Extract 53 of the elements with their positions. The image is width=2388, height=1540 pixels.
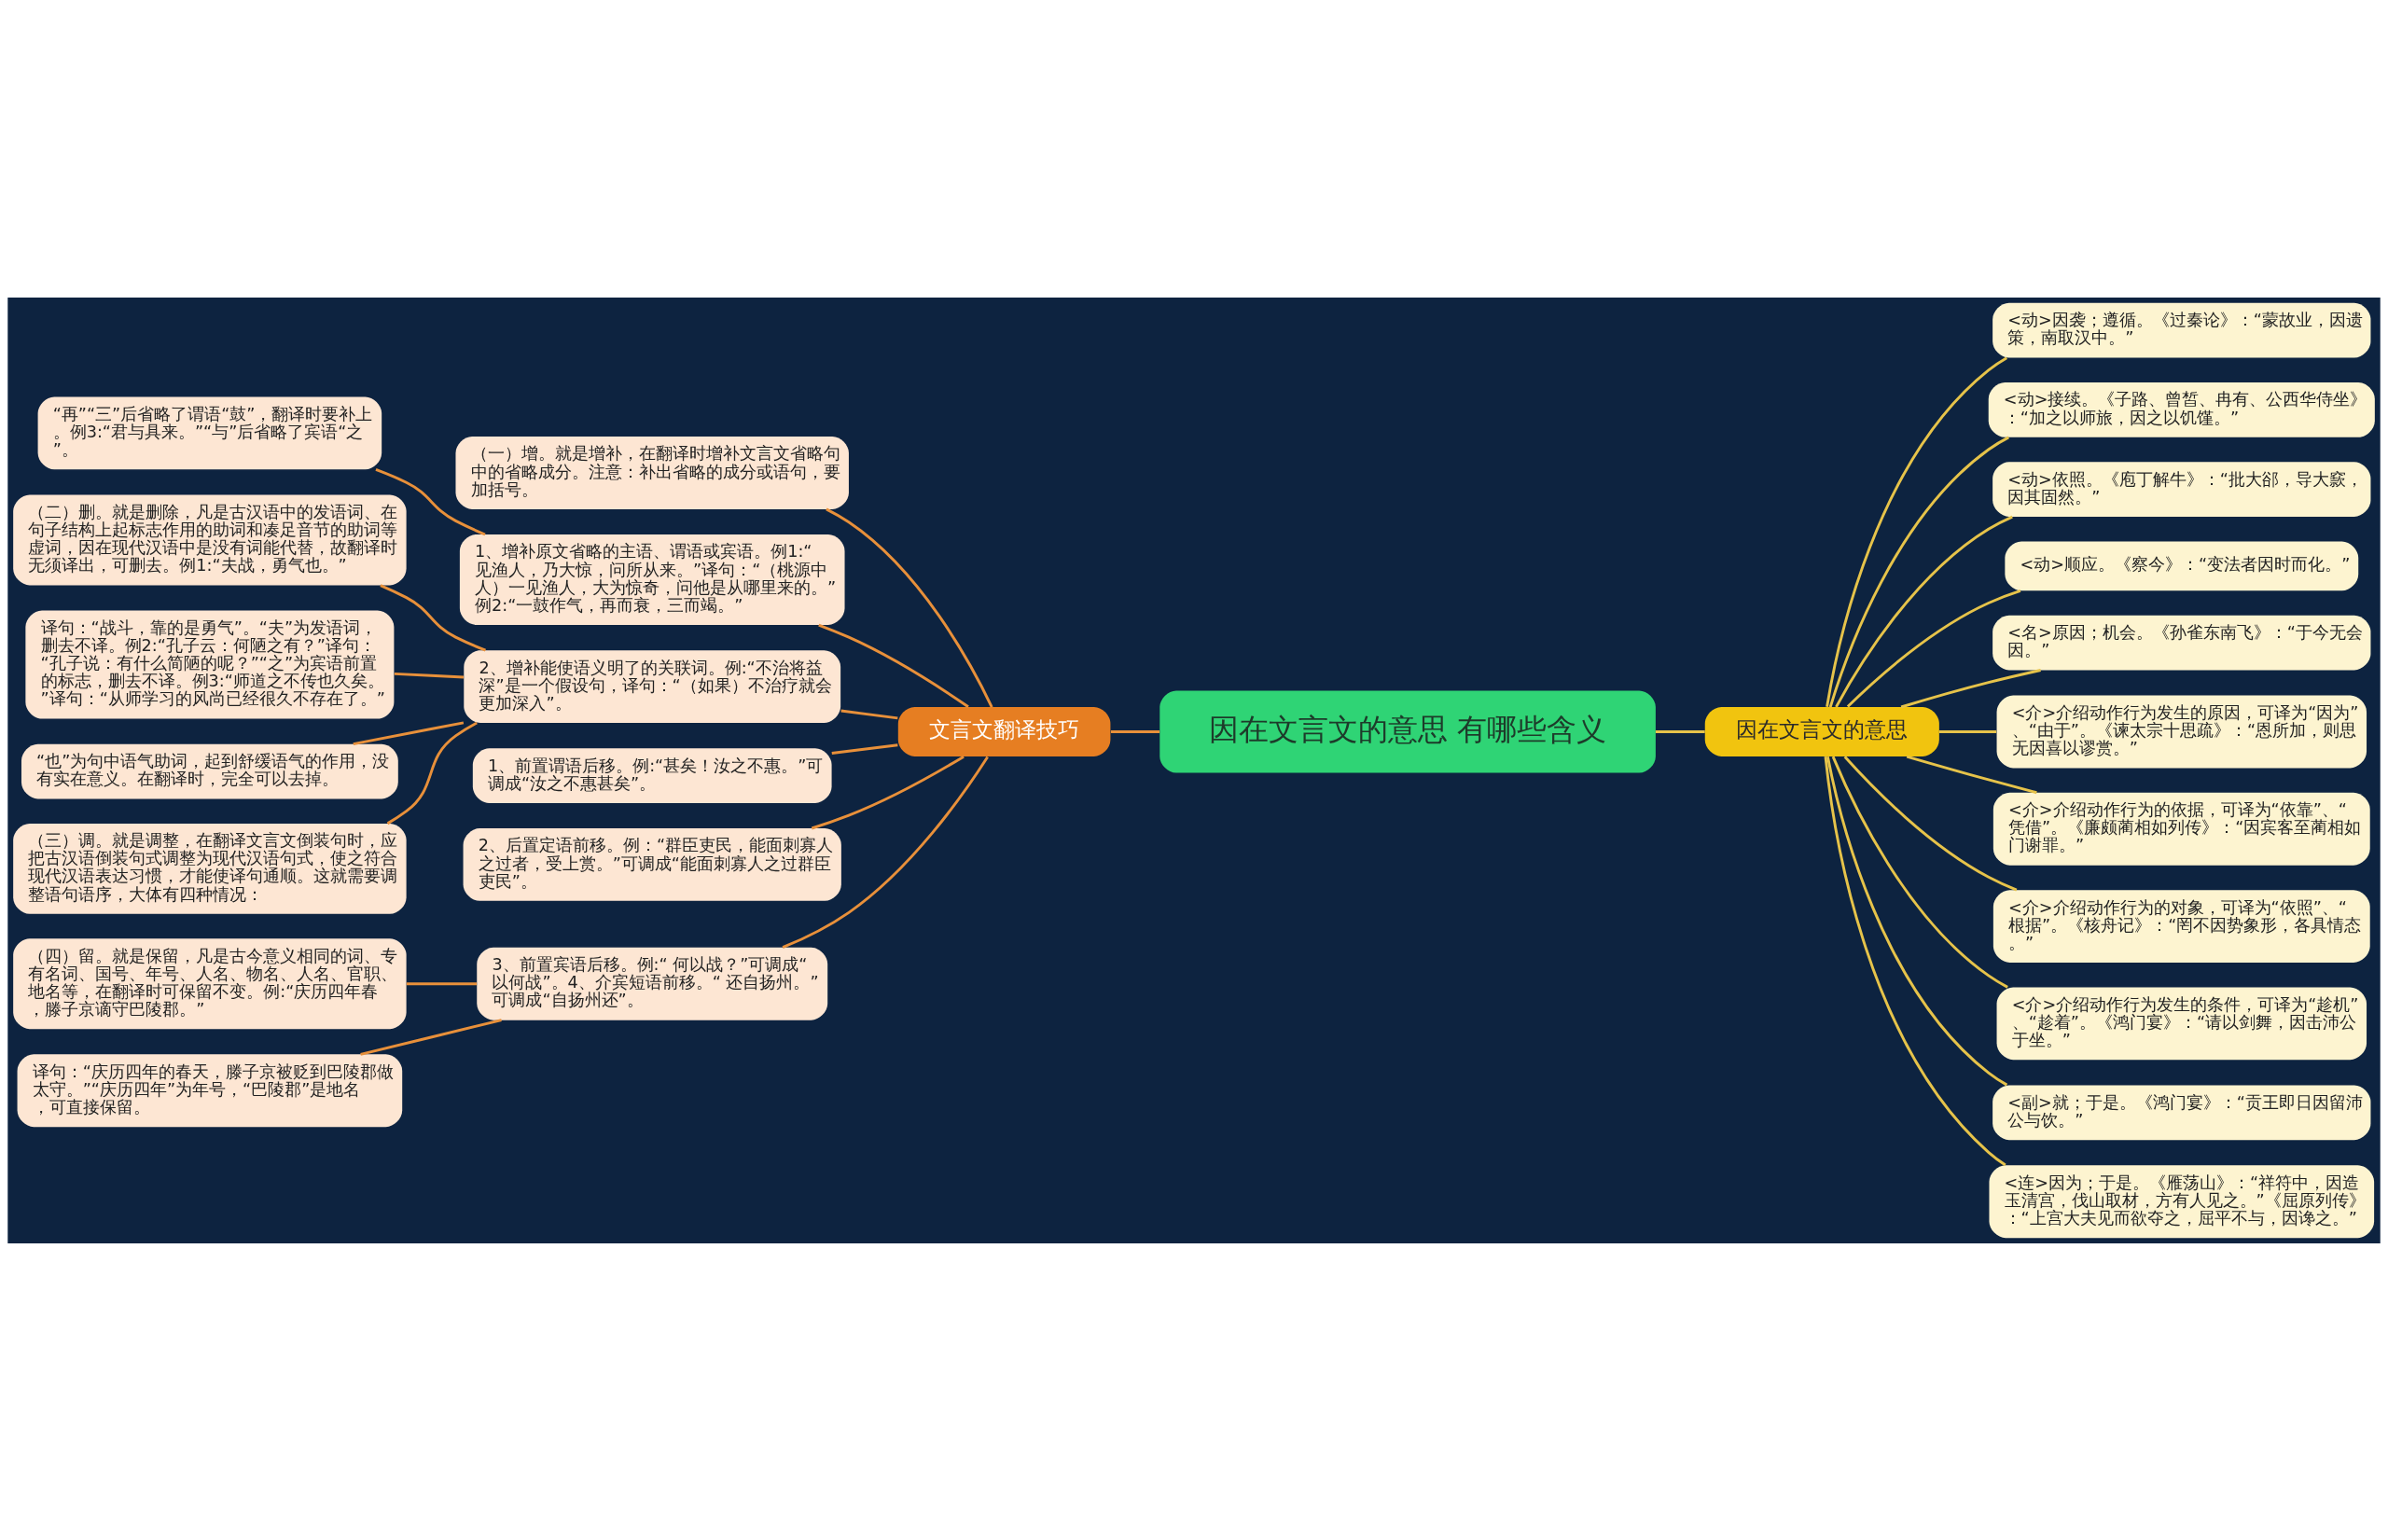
node-box: <介>介绍动作行为发生的条件，可译为“趁机”、“趁着”。《鸿门宴》：“请以剑舞，因击沛公于坐。” bbox=[1996, 986, 2367, 1060]
connector bbox=[360, 1018, 502, 1056]
connector bbox=[1824, 756, 2006, 1166]
connector bbox=[1828, 436, 2009, 707]
node-box: <连>因为；于是。《雁荡山》：“祥符中，因造玉清宫，伐山取材，方有人见之。”《屈原列传》：“上宫大夫见而欲夺之，屈平不与，因谗之。” bbox=[1989, 1164, 2375, 1238]
node-box: （三）调。就是调整，在翻译文言文倒装句时，应把古汉语倒装句式调整为现代汉语句式，使之符合现代汉语表达习惯，才能使译句通顺。这就需要调整语句语序，大体有四种情况： bbox=[13, 823, 407, 914]
connector bbox=[840, 709, 898, 719]
connector bbox=[1831, 756, 2008, 989]
connector bbox=[1906, 755, 2037, 794]
connector bbox=[826, 507, 993, 708]
node-box: （一）增。就是增补，在翻译时增补文言文省略句中的省略成分。注意：补出省略的成分或语句，要加括号。 bbox=[455, 436, 849, 509]
connector bbox=[1835, 515, 2013, 708]
node-box: <介>介绍动作行为的对象，可译为“依照”、“根据”。《核舟记》：“罔不因势象形，各具情态。” bbox=[1992, 889, 2370, 963]
node-box: <名>原因；机会。《孙雀东南飞》：“于今无会因。” bbox=[1992, 615, 2371, 670]
connector bbox=[1655, 729, 1705, 733]
connector bbox=[811, 755, 965, 829]
connector bbox=[818, 623, 969, 708]
node-box: 译句：“战斗，靠的是勇气”。“夫”为发语词，删去不译。例2:“孔子云：何陋之有？”译句：“孔子说：有什么简陋的呢？”“之”为宾语前置的标志，删去不译。例3:“师道之不传也久矣。”译句：“从师学习的风尚已经很久不存在了。” bbox=[25, 610, 395, 719]
connector bbox=[353, 720, 465, 745]
node-box: “也”为句中语气助词，起到舒缓语气的作用，没有实在意义。在翻译时，完全可以去掉。 bbox=[21, 743, 398, 798]
connector bbox=[782, 756, 989, 949]
node-box: 1、增补原文省略的主语、谓语或宾语。例1:“见渔人，乃大惊，问所从来。”译句：“（桃源中人）一见渔人，大为惊奇，问他是从哪里来的。”例2:“一鼓作气，再而衰，三而竭。” bbox=[459, 534, 845, 625]
connector bbox=[406, 981, 478, 985]
connector bbox=[380, 583, 486, 651]
node-box: 3、前置宾语后移。例:“ 何以战？”可调成“以何战”。4、介宾短语前移。“ 还自扬州。”可调成“自扬州还”。 bbox=[477, 947, 828, 1020]
connector bbox=[1843, 755, 2018, 891]
node-box: “再”“三”后省略了谓语“鼓”，翻译时要补上。例3:“君与具来。”“与”后省略了宾语“之”。 bbox=[37, 395, 382, 469]
connector bbox=[1846, 589, 2021, 708]
node-box: <动>接续。《子路、曾皙、冉有、公西华侍坐》：“加之以师旅，因之以饥馑。” bbox=[1988, 382, 2375, 437]
node-box: 2、增补能使语义明了的关联词。例:“不治将益深”是一个假设句，译句：“（如果）不治疗就会更加深入”。 bbox=[464, 649, 841, 723]
connector bbox=[386, 721, 478, 825]
connector bbox=[1110, 729, 1160, 733]
node-box: 1、前置谓语后移。例:“甚矣！汝之不惠。”可调成“汝之不惠甚矣”。 bbox=[472, 747, 832, 803]
node-box: 2、后置定语前移。例：“群臣吏民，能面刺寡人之过者，受上赏。”可调成“能面刺寡人之过群臣吏民”。 bbox=[463, 827, 841, 901]
node-box: 文言文翻译技巧 bbox=[897, 706, 1111, 756]
node-box: <介>介绍动作行为的依据，可译为“依靠”、“凭借”。《廉颇蔺相如列传》：“因宾客至蔺相如门谢罪。” bbox=[1992, 792, 2370, 866]
node-box: （二）删。就是删除，凡是古汉语中的发语词、在句子结构上起标志作用的助词和凑足音节的助词等虚词，因在现代汉语中是没有词能代替，故翻译时无须译出，可删去。例1:“夫战，勇气也。” bbox=[13, 493, 407, 585]
connector bbox=[1900, 668, 2041, 708]
node-box: <动>顺应。《察今》：“变法者因时而化。” bbox=[2005, 540, 2359, 590]
node-box: 译句：“庆历四年的春天，滕子京被贬到巴陵郡做太守。”“庆历四年”为年号，“巴陵郡”是地名，可直接保留。 bbox=[17, 1053, 403, 1127]
node-box: （四）留。就是保留，凡是古今意义相同的词、专有名词、国号、年号、人名、物名、人名、官职、地名等，在翻译时可保留不变。例:“庆历四年春，滕子京谪守巴陵郡。” bbox=[13, 937, 407, 1029]
connector bbox=[831, 742, 898, 755]
node-box: <动>因袭；遵循。《过秦论》：“蒙故业，因遗策，南取汉中。” bbox=[1992, 302, 2371, 358]
node-box: <副>就；于是。《鸿门宴》：“贡王即日因留沛公与饮。” bbox=[1992, 1084, 2371, 1140]
node-box: <动>依照。《庖丁解牛》：“批大郤，导大窾，因其固然。” bbox=[1992, 461, 2371, 517]
connector bbox=[1939, 729, 1997, 733]
node-box: 因在文言文的意思 有哪些含义 bbox=[1159, 689, 1656, 773]
connector bbox=[1826, 355, 2007, 707]
connector bbox=[394, 672, 465, 678]
connector bbox=[1826, 756, 2008, 1086]
node-box: 因在文言文的意思 bbox=[1704, 706, 1939, 756]
connector bbox=[375, 467, 486, 535]
node-box: <介>介绍动作行为发生的原因，可译为“因为”、“由于”。《谏太宗十思疏》：“恩所加，则思无因喜以谬赏。” bbox=[1996, 695, 2367, 768]
